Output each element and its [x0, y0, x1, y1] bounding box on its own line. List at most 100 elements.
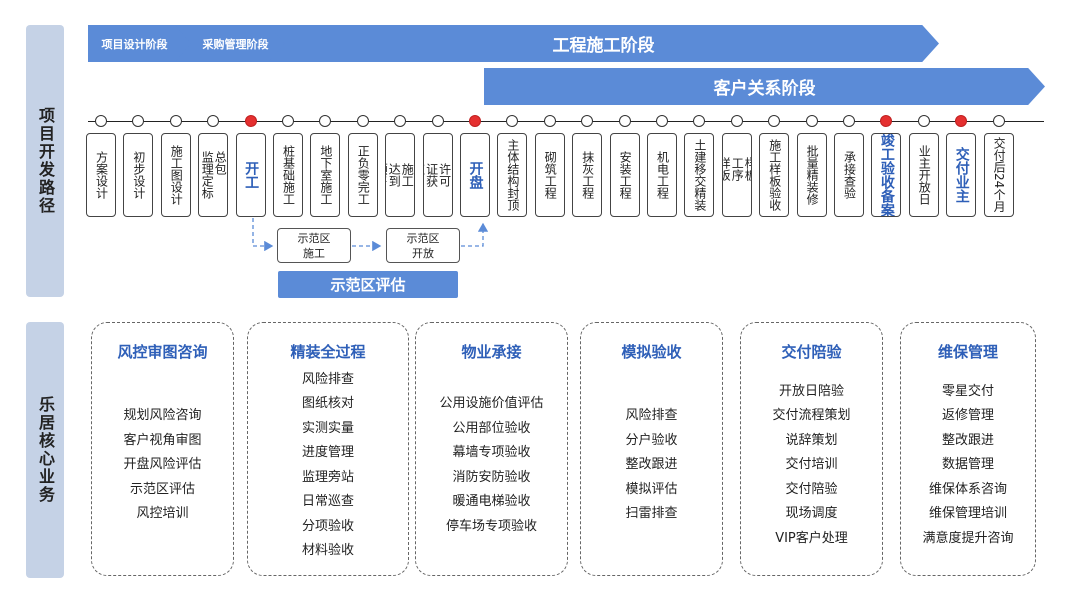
milestone-label: 预售 许可 证获 取 — [422, 163, 453, 187]
timeline-node — [618, 115, 631, 127]
business-card: 物业承接公用设施价值评估公用部位验收幕墙专项验收消防安防验收暖通电梯验收停车场专… — [415, 322, 568, 576]
demo-build-label: 示范区 施工 — [297, 231, 331, 260]
timeline-node — [955, 115, 968, 127]
demo-build-box: 示范区 施工 — [277, 228, 351, 263]
timeline-node — [207, 115, 220, 127]
business-card: 精装全过程风险排查图纸核对实测实量进度管理监理旁站日常巡查分项验收材料验收 — [247, 322, 409, 576]
business-card: 风控审图咨询规划风险咨询客户视角审图开盘风险评估示范区评估风控培训 — [91, 322, 234, 576]
milestone-box: 机电工程 — [647, 133, 677, 217]
milestone-label: 施工图设计 — [169, 145, 184, 205]
card-item: VIP客户处理 — [775, 530, 848, 546]
milestone-label: 桩基础施工 — [281, 145, 296, 205]
timeline-node — [132, 115, 145, 127]
card-item: 实测实量 — [301, 420, 354, 436]
card-title: 交付陪验 — [781, 343, 842, 361]
milestone-box: 业主开放日 — [908, 133, 939, 217]
timeline-node — [693, 115, 706, 127]
card-item: 图纸核对 — [301, 396, 354, 411]
core-business-label-text: 乐居核心业务 — [36, 396, 55, 504]
phase-design-label: 项目设计阶段 — [101, 37, 168, 51]
card-item: 分项验收 — [301, 518, 354, 534]
timeline-line — [88, 121, 1044, 122]
milestone-box: 总包 监理定标 — [198, 133, 229, 217]
milestone-label: 施工样板验收 — [767, 139, 782, 211]
milestone-label: 地下室施工 — [318, 145, 333, 205]
milestone-box: 承接查验 — [834, 133, 864, 217]
milestone-label: 开工 — [243, 161, 260, 189]
milestone-label: 初步设计 — [131, 151, 146, 199]
card-item-list: 零星交付返修管理整改跟进数据管理维保体系咨询维保管理培训满意度提升咨询 — [922, 362, 1013, 575]
milestone-label: 正负零完工 — [356, 145, 371, 205]
card-item: 交付陪验 — [785, 481, 838, 497]
milestone-label: 砌筑工程 — [543, 151, 558, 199]
business-card: 模拟验收风险排查分户验收整改跟进模拟评估扫雷排查 — [580, 322, 723, 576]
milestone-box: 交付业主 — [946, 133, 977, 217]
card-item: 现场调度 — [785, 506, 838, 522]
timeline-node — [506, 115, 519, 127]
milestone-label: 业主开放日 — [917, 145, 932, 205]
milestone-box: 开盘 — [460, 133, 490, 217]
card-item: 零星交付 — [941, 383, 994, 399]
milestone-label: 开盘 — [467, 161, 484, 189]
card-item: 日常巡查 — [301, 494, 354, 509]
timeline-node — [880, 115, 893, 127]
phase-purchase-arrow: 采购管理阶段 — [175, 25, 288, 62]
card-item: 公用设施价值评估 — [439, 396, 544, 411]
milestone-box: 主体 结构 施工 达到 预售 条件 — [385, 133, 416, 217]
card-item: 整改跟进 — [941, 432, 994, 448]
milestone-label: 主体结构封顶 — [505, 139, 520, 211]
milestone-box: 方案设计 — [86, 133, 116, 217]
card-title: 物业承接 — [461, 343, 522, 361]
demo-open-label: 示范区 开放 — [406, 231, 440, 260]
card-item: 说辞策划 — [785, 432, 838, 448]
milestone-box: 主体结构封顶 — [497, 133, 528, 217]
card-item: 分户验收 — [625, 432, 678, 448]
milestone-box: 施工样板验收 — [759, 133, 790, 217]
milestone-box: 批量精装修 — [796, 133, 827, 217]
card-item: 幕墙专项验收 — [452, 445, 531, 460]
card-item: 维保管理培训 — [928, 506, 1007, 522]
timeline-node — [581, 115, 594, 127]
card-item: 进度管理 — [301, 445, 354, 460]
timeline-node — [319, 115, 332, 127]
card-item: 开放日陪验 — [778, 383, 844, 399]
card-item: 返修管理 — [941, 408, 994, 424]
card-item: 客户视角审图 — [123, 432, 202, 448]
milestone-label: 主体 结构 施工 达到 预售 条件 — [385, 163, 416, 187]
timeline-node — [431, 115, 444, 127]
card-item: 扫雷排查 — [625, 506, 678, 522]
timeline-node — [469, 115, 481, 127]
phase-design-arrow: 项目设计阶段 — [88, 25, 195, 62]
timeline-node — [843, 115, 855, 127]
milestone-box: 交付后24个月 — [983, 133, 1014, 217]
card-item-list: 风险排查分户验收整改跟进模拟评估扫雷排查 — [625, 362, 677, 575]
card-item: 公用部位验收 — [452, 420, 531, 436]
milestone-label: 土建移交精装 — [692, 139, 707, 211]
milestone-box: 竣工验收备案 — [871, 133, 902, 217]
card-item: 风控培训 — [136, 506, 189, 522]
milestone-label: 交付后24个月 — [992, 137, 1007, 213]
timeline-node — [543, 115, 556, 127]
phase-customer-arrow: 客户关系阶段 — [484, 68, 1045, 105]
milestone-label: 机电工程 — [655, 151, 670, 199]
milestone-label: 批量精装修 — [805, 145, 820, 205]
milestone-label: 方案设计 — [94, 151, 109, 199]
project-path-label-text: 项目开发路径 — [36, 107, 55, 215]
milestone-label: 承接查验 — [842, 151, 857, 199]
demo-evaluation-bar: 示范区评估 — [278, 271, 458, 298]
card-item: 开盘风险评估 — [123, 457, 202, 473]
milestone-box: 初步设计 — [123, 133, 154, 217]
card-title: 模拟验收 — [621, 343, 682, 361]
phase-construction-arrow: 工程施工阶段 — [268, 25, 939, 62]
card-item: 停车场专项验收 — [445, 518, 537, 534]
card-item: 风险排查 — [625, 408, 678, 424]
project-path-label: 项目开发路径 — [26, 25, 64, 297]
phase-customer-label: 客户关系阶段 — [713, 79, 816, 99]
card-item-list: 规划风险咨询客户视角审图开盘风险评估示范区评估风控培训 — [123, 362, 201, 575]
milestone-label: 抹灰工程 — [580, 151, 595, 199]
card-title: 精装全过程 — [290, 343, 366, 361]
card-item: 规划风险咨询 — [123, 408, 202, 424]
card-item: 风险排查 — [301, 371, 354, 387]
card-item: 数据管理 — [941, 457, 994, 473]
